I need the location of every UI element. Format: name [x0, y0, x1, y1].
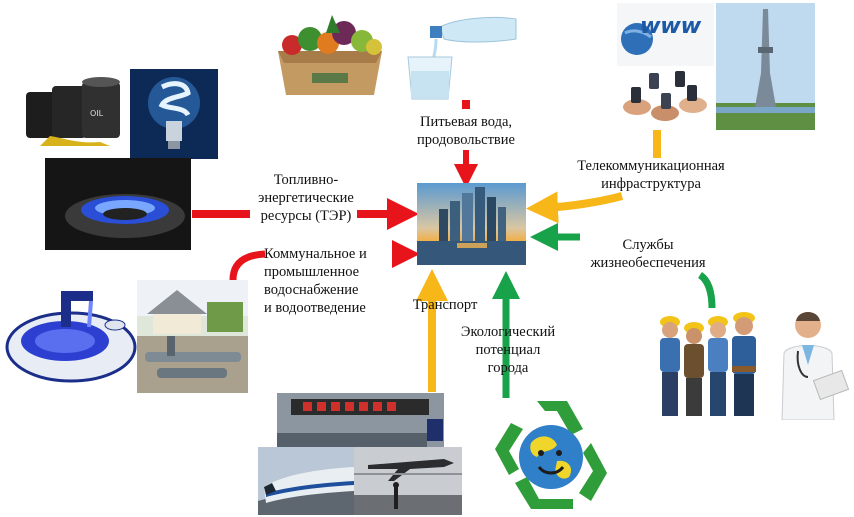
- label-transport: Транспорт: [412, 297, 478, 313]
- tv-tower-icon: [716, 3, 815, 130]
- oil-barrels-icon: OIL: [20, 68, 128, 146]
- hands-phones-icon: [617, 67, 714, 130]
- road-traffic-icon: [277, 393, 444, 447]
- airport-icon: [354, 447, 462, 515]
- water-arrow-stub: [462, 100, 470, 109]
- life-support-arrow-lower: [697, 272, 716, 309]
- telecom-arrow: [542, 128, 661, 208]
- city-skyline-image: [417, 183, 526, 265]
- workers-icon: [652, 308, 766, 420]
- recycle-earth-icon: [487, 395, 617, 517]
- svg-text:www: www: [637, 13, 703, 39]
- label-life-support: Службы жизнеобеспечения: [590, 237, 706, 271]
- label-fuel-energy: Топливно- энергетические ресурсы (ТЭР): [258, 172, 354, 224]
- washbasin-icon: [3, 283, 139, 388]
- svg-text:OIL: OIL: [90, 109, 104, 118]
- utility-water-arrow-curve: [229, 250, 266, 281]
- label-utility-water: Коммунальное и промышленное водоснабжени…: [264, 246, 367, 316]
- vegetable-crate-icon: [270, 11, 390, 97]
- train-icon: [258, 447, 354, 515]
- www-globe-icon: www: [617, 3, 714, 66]
- energy-bulb-icon: [130, 69, 218, 159]
- gas-burner-icon: [45, 158, 191, 250]
- label-water-food: Питьевая вода, продовольствие: [417, 114, 515, 148]
- label-ecology: Экологический потенциал города: [460, 324, 556, 376]
- water-bottle-glass-icon: [400, 9, 518, 101]
- house-sewer-icon: [137, 280, 248, 393]
- doctor-icon: [768, 305, 850, 420]
- label-telecom: Телекоммуникационная инфраструктура: [577, 158, 725, 192]
